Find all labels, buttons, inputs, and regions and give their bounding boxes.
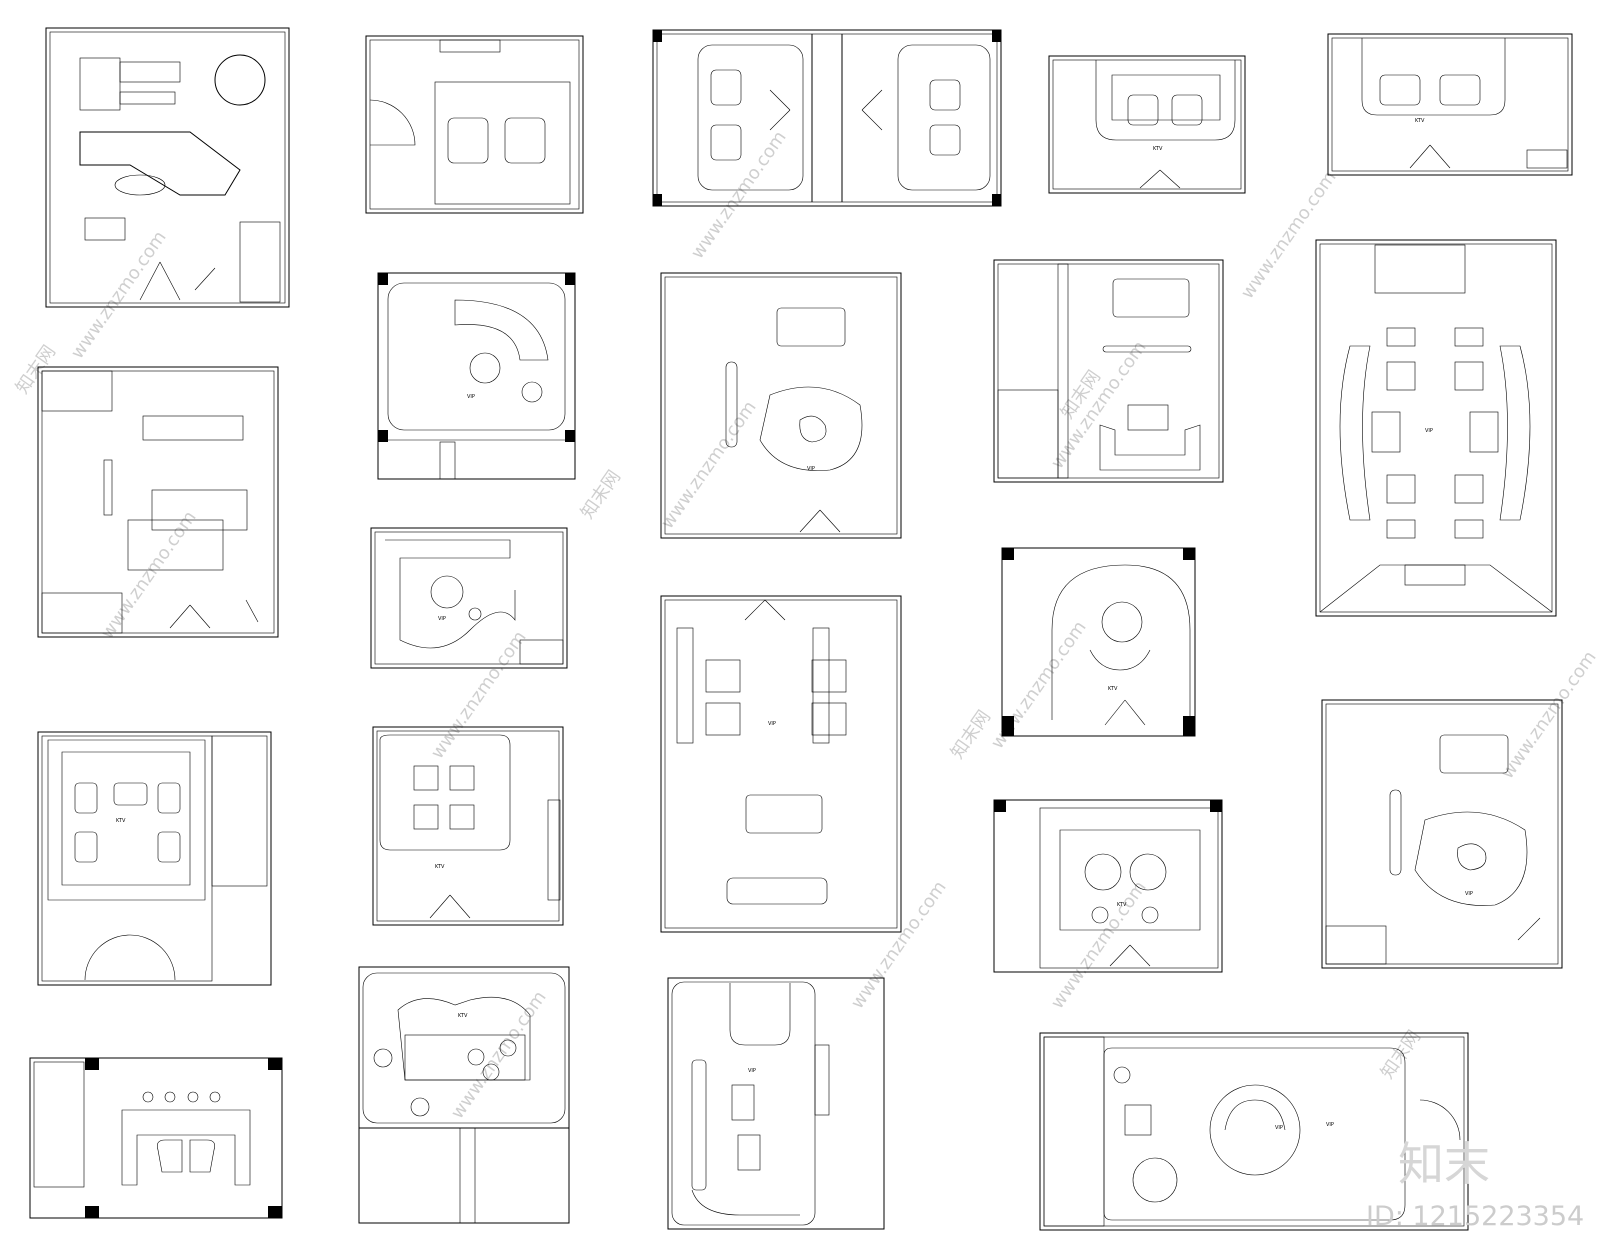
watermark-text: www.znzmo.com xyxy=(427,627,531,763)
plan-label: VIP xyxy=(438,616,446,622)
watermark-text: www.znzmo.com xyxy=(447,987,551,1123)
floor-plan: VIP xyxy=(1315,239,1557,617)
watermark-text: www.znzmo.com xyxy=(657,397,761,533)
floor-plan: KTV xyxy=(993,799,1223,973)
plan-label: VIP xyxy=(1465,891,1473,897)
watermark-layer: www.znzmo.com www.znzmo.com www.znzmo.co… xyxy=(12,127,1600,1123)
floor-plan: KTV xyxy=(1048,55,1246,194)
brand-logo: 知末 ID: 1215223354 xyxy=(1366,1137,1584,1232)
watermark-text: www.znzmo.com xyxy=(1497,647,1600,783)
floor-plan xyxy=(37,366,279,638)
plan-label: VIP xyxy=(467,394,475,400)
floor-plan: VIP xyxy=(1039,1032,1469,1231)
watermark-brand: 知末网 xyxy=(12,342,60,398)
plan-label: KTV xyxy=(1108,686,1118,692)
watermark-text: www.znzmo.com xyxy=(1237,167,1341,303)
plan-label: VIP xyxy=(1275,1125,1283,1131)
plan-label: VIP xyxy=(748,1068,756,1074)
watermark-text: www.znzmo.com xyxy=(847,877,951,1013)
plan-label: VIP xyxy=(1425,428,1433,434)
floor-plan-annotation: VIP xyxy=(1275,1125,1283,1131)
plan-label: KTV xyxy=(435,864,445,870)
plan-label: VIP xyxy=(768,721,776,727)
plan-label: VIP xyxy=(807,466,815,472)
floor-plan: KTV xyxy=(37,731,272,986)
floor-plan xyxy=(45,27,290,308)
plan-label: KTV xyxy=(1415,118,1425,124)
floor-plan: KTV xyxy=(1001,547,1196,737)
plan-label: KTV xyxy=(1153,146,1163,152)
floor-plan: KTV xyxy=(358,966,570,1224)
watermark-brand: 知末网 xyxy=(1377,1027,1425,1083)
watermark-brand: 知末网 xyxy=(947,707,995,763)
watermark-text: www.znzmo.com xyxy=(687,127,791,263)
floor-plan: VIP xyxy=(377,272,576,480)
plan-label: KTV xyxy=(1117,902,1127,908)
plan-label: KTV xyxy=(116,818,126,824)
image-id: ID: 1215223354 xyxy=(1366,1201,1584,1232)
floor-plan xyxy=(993,259,1224,483)
watermark-text: www.znzmo.com xyxy=(67,227,171,363)
floor-plan: VIP xyxy=(1321,699,1563,969)
watermark-text: www.znzmo.com xyxy=(1047,877,1151,1013)
watermark-brand: 知末网 xyxy=(577,467,625,523)
floor-plan: KTV xyxy=(1327,33,1573,176)
floor-plan: VIP xyxy=(660,595,902,933)
floor-plan xyxy=(365,35,584,214)
floor-plan: VIP xyxy=(660,272,902,539)
floor-plan xyxy=(652,29,1002,207)
logo-text: 知末 xyxy=(1398,1137,1490,1191)
watermark-text: www.znzmo.com xyxy=(97,507,201,643)
floor-plan: VIP xyxy=(370,527,568,669)
plan-label: KTV xyxy=(458,1013,468,1019)
floor-plan xyxy=(29,1057,283,1219)
floor-plan: KTV xyxy=(372,726,564,926)
floor-plan: VIP xyxy=(667,977,885,1230)
plan-label: VIP xyxy=(1326,1122,1334,1128)
